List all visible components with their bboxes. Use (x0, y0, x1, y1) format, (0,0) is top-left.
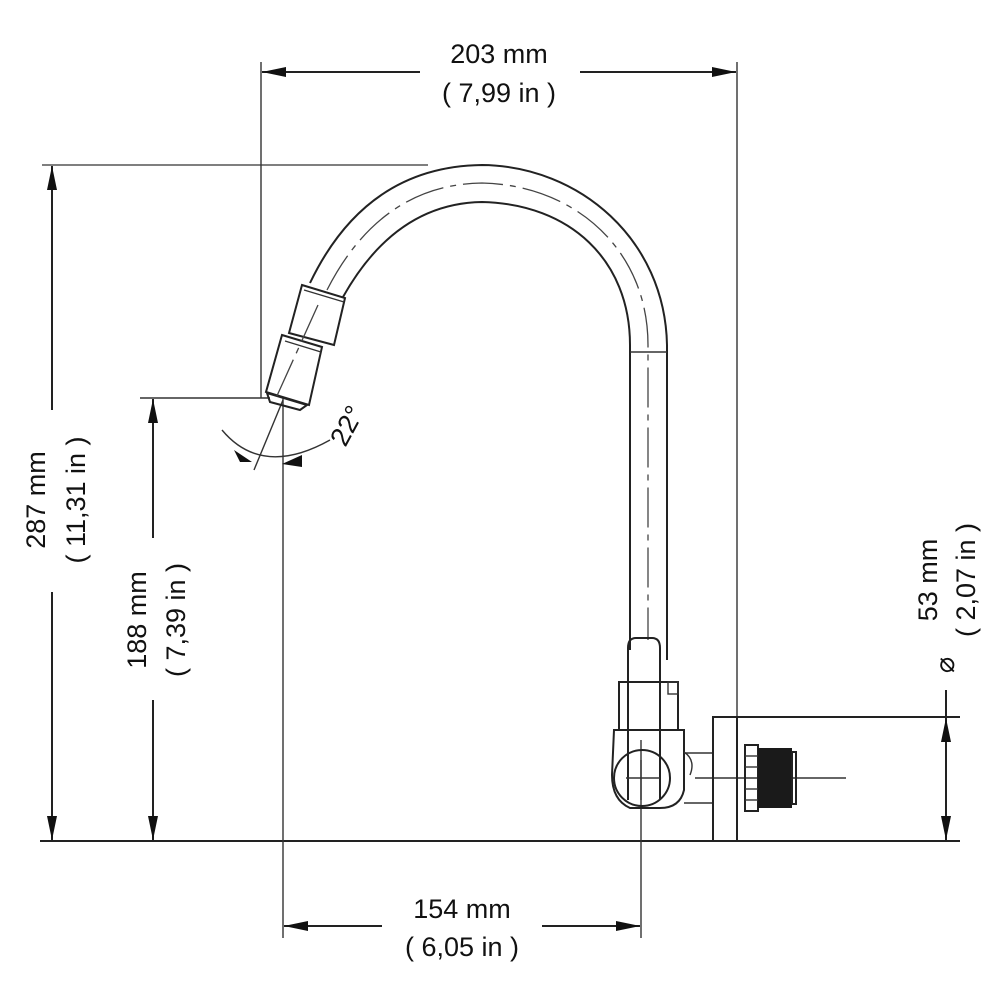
width-total-in: ( 7,99 in ) (442, 78, 556, 108)
diameter-symbol: ⌀ (930, 657, 960, 673)
dimension-height-total: 287 mm ( 11,31 in ) (21, 166, 91, 840)
base-diameter-mm: 53 mm (913, 539, 943, 622)
dimension-spout-reach: 154 mm ( 6,05 in ) (284, 894, 640, 962)
width-total-mm: 203 mm (450, 39, 548, 69)
spout-height-mm: 188 mm (122, 571, 152, 669)
dimension-aerator-angle: 22° (221, 399, 370, 471)
spout-reach-in: ( 6,05 in ) (405, 932, 519, 962)
faucet-spout (309, 163, 668, 660)
dimension-spout-height: 188 mm ( 7,39 in ) (122, 399, 191, 840)
faucet-body (610, 637, 960, 842)
spout-height-in: ( 7,39 in ) (161, 563, 191, 677)
aerator-angle-label: 22° (324, 401, 370, 451)
base-diameter-in: ( 2,07 in ) (951, 523, 981, 637)
dimension-width-total: 203 mm ( 7,99 in ) (262, 39, 736, 108)
dimension-base-diameter: ⌀ 53 mm ( 2,07 in ) (913, 523, 981, 840)
height-total-in: ( 11,31 in ) (61, 436, 91, 563)
extension-lines (40, 62, 960, 938)
faucet-aerator (264, 283, 347, 412)
height-total-mm: 287 mm (21, 451, 51, 549)
spout-reach-mm: 154 mm (413, 894, 511, 924)
